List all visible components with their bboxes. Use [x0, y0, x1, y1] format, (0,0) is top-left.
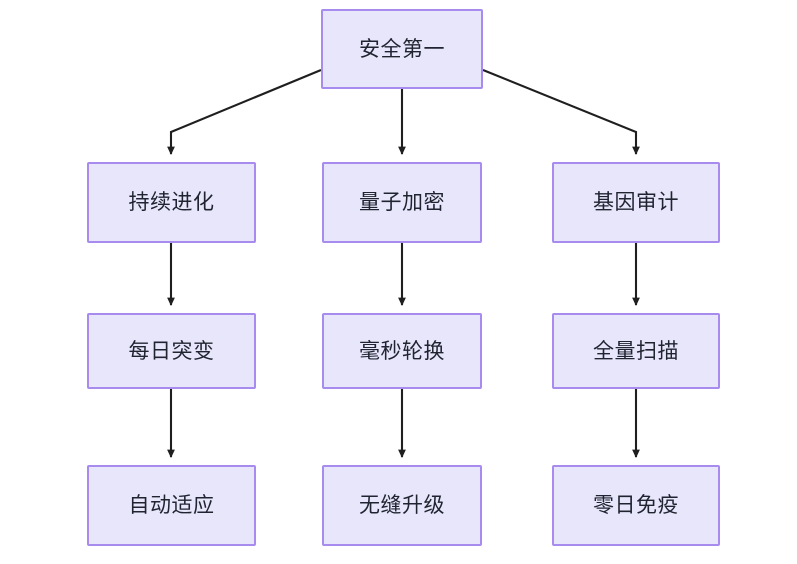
node-meirituibian[interactable]: 每日突变 [87, 313, 256, 389]
node-anquandiyi[interactable]: 安全第一 [321, 9, 483, 89]
node-label: 每日突变 [128, 339, 215, 363]
node-label: 无缝升级 [359, 494, 445, 517]
node-label: 持续进化 [128, 191, 215, 214]
node-label: 毫秒轮换 [359, 339, 445, 363]
node-quanliangsaomiao[interactable]: 全量扫描 [552, 313, 720, 389]
node-label: 自动适应 [128, 494, 215, 517]
edge-root-to-jiyinshenji [482, 69, 640, 155]
node-label: 量子加密 [359, 191, 445, 214]
node-jiyinshenji[interactable]: 基因审计 [552, 162, 720, 243]
node-lingrimianyi[interactable]: 零日免疫 [552, 465, 720, 546]
node-label: 全量扫描 [593, 339, 679, 363]
node-wufengshengji[interactable]: 无缝升级 [322, 465, 482, 546]
node-label: 基因审计 [593, 191, 679, 214]
node-liangzijiami[interactable]: 量子加密 [322, 162, 482, 243]
node-chixujinhua[interactable]: 持续进化 [87, 162, 256, 243]
node-label: 安全第一 [359, 37, 445, 61]
edge-root-to-chixujinhua [167, 69, 322, 155]
node-haomiaolunhuan[interactable]: 毫秒轮换 [322, 313, 482, 389]
node-zidongshiying[interactable]: 自动适应 [87, 465, 256, 546]
node-label: 零日免疫 [593, 494, 679, 517]
